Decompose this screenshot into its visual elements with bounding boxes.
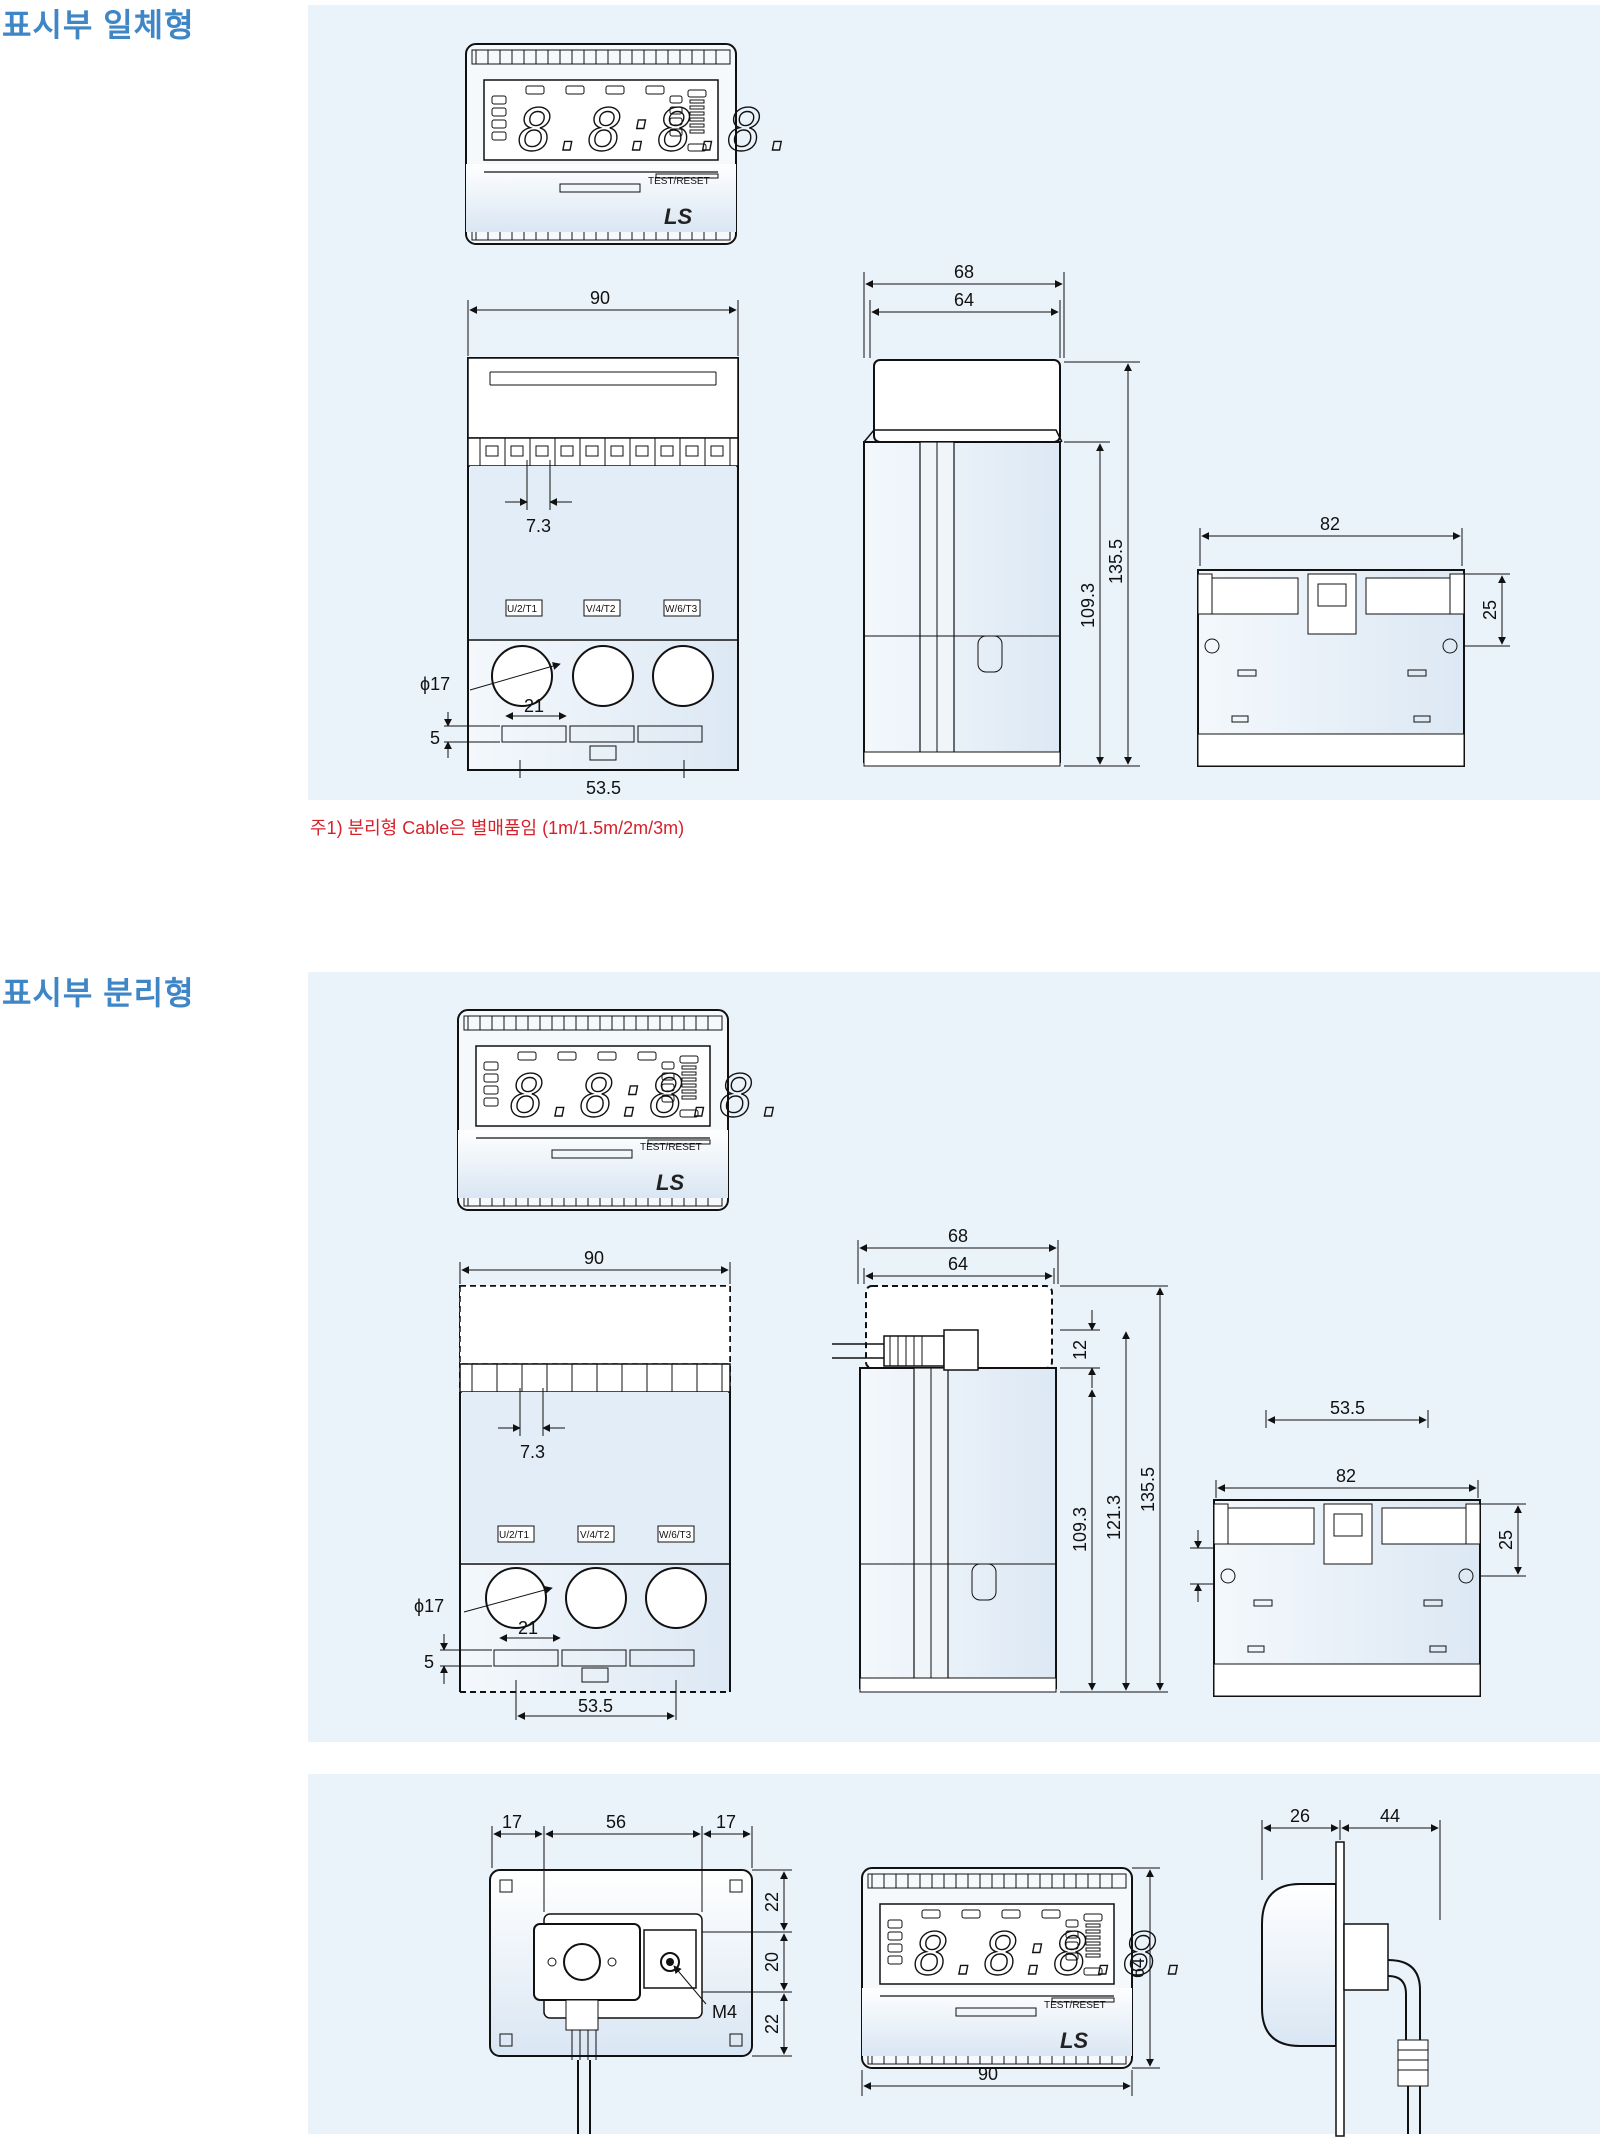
s1-display-digits: 8.8:8.8. [518,96,797,164]
s2-side-height-mid: 121.3 [1104,1495,1124,1540]
s1-side-depth-inner: 64 [954,290,974,310]
s2-side-height-outer: 135.5 [1138,1467,1158,1512]
s2-bottom-view [1213,1499,1481,1697]
s2-connector-height: 12 [1070,1340,1090,1360]
screw-size: M4 [712,2002,737,2022]
s1-hole-diameter: ϕ17 [420,674,450,694]
section-title-integrated: 표시부 일체형 [2,7,195,43]
s1-bottom-height: 25 [1480,600,1500,620]
s2-bottom-width: 82 [1336,1466,1356,1486]
s1-terminal-pitch: 7.3 [526,516,551,536]
s1-terminal-label-1: U/2/T1 [507,604,537,615]
s1-front-terminal-view: U/2/T1 V/4/T2 W/6/T3 [467,357,739,771]
s2-bottom-height: 25 [1496,1530,1516,1550]
panel-cutout-view [489,1869,753,2134]
display-unit-side-view [1261,1841,1429,2137]
s2-terminal-pitch: 7.3 [520,1442,545,1462]
s2-brand-logo: LS [656,1170,684,1195]
s1-terminal-label-2: V/4/T2 [586,604,616,615]
cutout-top-height: 22 [762,1892,782,1912]
side-flange-depth: 26 [1290,1806,1310,1826]
s2-display-digits: 8.8:8.8. [510,1062,789,1130]
s2-side-depth-inner: 64 [948,1254,968,1274]
s1-front-display-view: 8.8:8.8. TEST/RESET LS [465,43,798,245]
s2-front-display-view: 8.8:8.8. TEST/RESET LS [457,1009,790,1211]
s1-gap: 5 [430,728,440,748]
s2-hole-diameter: ϕ17 [414,1596,444,1616]
unit-display-digits: 8.8:8.8. [914,1920,1193,1988]
s1-bottom-width: 53.5 [586,778,621,798]
s1-bottom-width: 82 [1320,514,1340,534]
s1-side-height-inner: 109.3 [1078,583,1098,628]
s1-front-width: 90 [590,288,610,308]
cutout-center-height: 20 [762,1952,782,1972]
unit-brand-logo: LS [1060,2028,1088,2053]
unit-test-reset-label: TEST/RESET [1044,2000,1106,2011]
s2-side-view [832,1285,1057,1693]
s2-terminal-label-1: U/2/T1 [499,1530,529,1541]
s2-hole-pitch: 21 [518,1618,538,1638]
s1-front-dimensions: 90 7.3 ϕ17 21 5 53.5 [420,288,739,798]
cable-note: 주1) 분리형 Cable은 별매품임 (1m/1.5m/2m/3m) [310,818,685,838]
s1-side-depth-outer: 68 [954,262,974,282]
s2-side-dimensions: 68 64 12 109.3 121.3 135.5 [857,1226,1168,1693]
s1-side-dimensions: 68 64 109.3 135.5 [863,262,1140,767]
section-title-separated: 표시부 분리형 [2,975,195,1011]
s2-gap: 5 [424,1652,434,1672]
s2-bottom-dimensions: 53.5 82 25 [1190,1398,1526,1602]
display-unit-dimensions: 64 90 [861,1867,1160,2096]
s2-front-width: 90 [584,1248,604,1268]
s1-terminal-label-3: W/6/T3 [665,604,698,615]
s2-terminal-label-2: V/4/T2 [580,1530,610,1541]
s1-bottom-dimensions: 82 25 [1199,514,1510,647]
display-side-dimensions: 26 44 [1261,1806,1441,1920]
panel-cutout-dimensions: 17 56 17 22 20 22 M4 [491,1812,792,2057]
s1-side-height-outer: 135.5 [1106,539,1126,584]
side-rear-depth: 44 [1380,1806,1400,1826]
cutout-center-width: 56 [606,1812,626,1832]
cutout-left-margin: 17 [502,1812,522,1832]
s2-front-dimensions: 90 7.3 ϕ17 21 5 53.5 [414,1248,731,1720]
cutout-bottom-height: 22 [762,2014,782,2034]
s2-test-reset-label: TEST/RESET [640,1142,702,1153]
s2-side-height-inner: 109.3 [1070,1507,1090,1552]
s1-hole-pitch: 21 [524,696,544,716]
s1-test-reset-label: TEST/RESET [648,176,710,187]
s1-side-view [863,359,1063,767]
unit-width: 90 [978,2064,998,2084]
s2-side-depth-outer: 68 [948,1226,968,1246]
s1-bottom-view [1197,569,1465,767]
s2-terminal-label-3: W/6/T3 [659,1530,692,1541]
s2-bottom-width: 53.5 [578,1696,613,1716]
unit-height: 64 [1128,1958,1148,1978]
s2-front-terminal-view: U/2/T1 V/4/T2 W/6/T3 [459,1285,731,1693]
s1-brand-logo: LS [664,204,692,229]
s2-bottom-top-width: 53.5 [1330,1398,1365,1418]
cutout-right-margin: 17 [716,1812,736,1832]
